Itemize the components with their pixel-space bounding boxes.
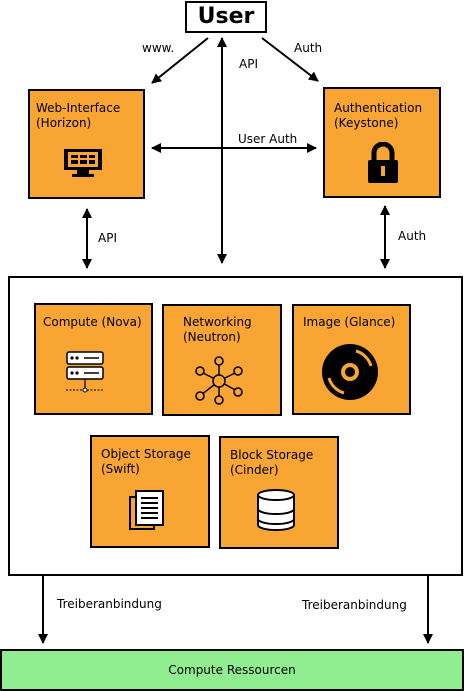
swift-label: Object Storage (Swift)	[101, 447, 191, 476]
edge-label-auth-top: Auth	[294, 41, 323, 55]
edge-label-driver-left: Treiberanbindung	[57, 597, 162, 611]
user-node: User	[185, 1, 267, 33]
server-rack-icon	[66, 351, 104, 393]
horizon-label: Web-Interface (Horizon)	[36, 101, 121, 130]
disc-icon	[322, 344, 378, 400]
edge-label-driver-right: Treiberanbindung	[302, 598, 407, 612]
documents-icon	[129, 490, 164, 530]
arrow-user-to-horizon	[151, 37, 209, 84]
user-label: User	[197, 4, 255, 29]
edge-label-api-left: API	[98, 231, 117, 245]
edge-label-user-auth: User Auth	[238, 132, 298, 146]
keystone-label: Authentication (Keystone)	[334, 101, 423, 130]
horizon-node	[28, 89, 145, 199]
compute-resources-label: Compute Ressourcen	[168, 663, 296, 677]
network-nodes-icon	[195, 356, 243, 405]
cinder-label: Block Storage (Cinder)	[230, 448, 314, 477]
nova-label: Compute (Nova)	[43, 315, 142, 329]
padlock-icon	[368, 142, 398, 183]
edge-label-auth-right: Auth	[398, 229, 427, 243]
edge-label-www: www.	[142, 41, 175, 55]
neutron-label: Networking (Neutron)	[183, 315, 252, 344]
database-icon	[257, 489, 295, 531]
edge-label-api-center: API	[239, 57, 258, 71]
monitor-icon	[64, 149, 102, 177]
arrow-user-to-keystone	[261, 37, 319, 82]
glance-label: Image (Glance)	[303, 315, 396, 329]
compute-resources-node: Compute Ressourcen	[0, 649, 464, 691]
